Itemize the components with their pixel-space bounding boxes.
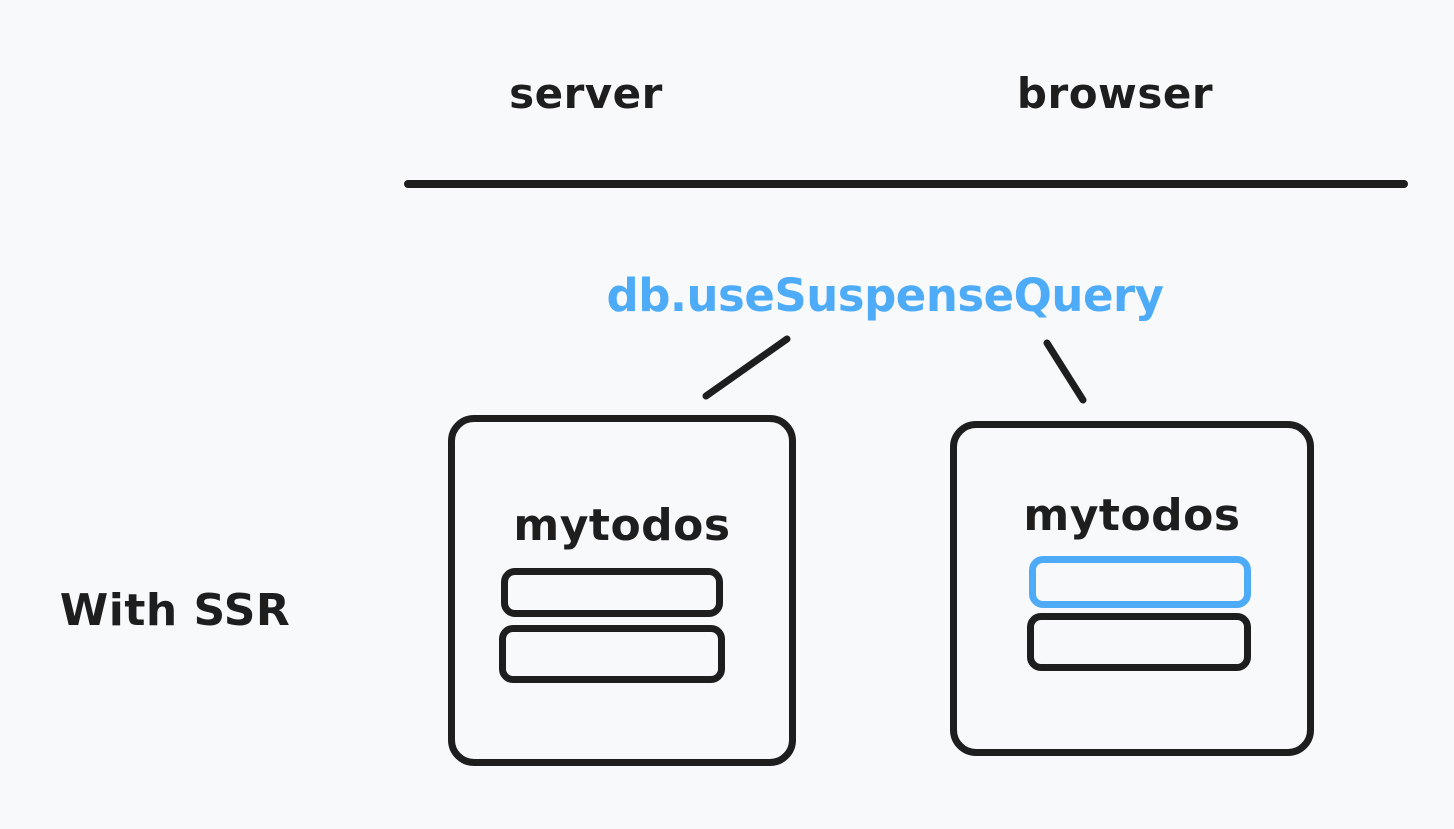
- server-todo-row-1: [501, 568, 723, 617]
- cache-box-title: mytodos: [1023, 490, 1241, 541]
- browser-todo-row-2: [1027, 613, 1251, 671]
- server-todo-row-2: [499, 625, 725, 683]
- browser-cache-box: mytodos: [950, 421, 1314, 756]
- column-label-browser: browser: [1016, 69, 1214, 118]
- hook-label: db.useSuspenseQuery: [606, 269, 1165, 322]
- with-ssr-label: With SSR: [59, 585, 291, 636]
- cache-box-title: mytodos: [513, 500, 731, 551]
- server-cache-box: mytodos: [448, 415, 796, 766]
- browser-todo-row-1: [1029, 556, 1251, 608]
- connector-line-right: [1043, 339, 1087, 404]
- connector-line-left: [702, 335, 791, 400]
- column-label-server: server: [509, 69, 663, 118]
